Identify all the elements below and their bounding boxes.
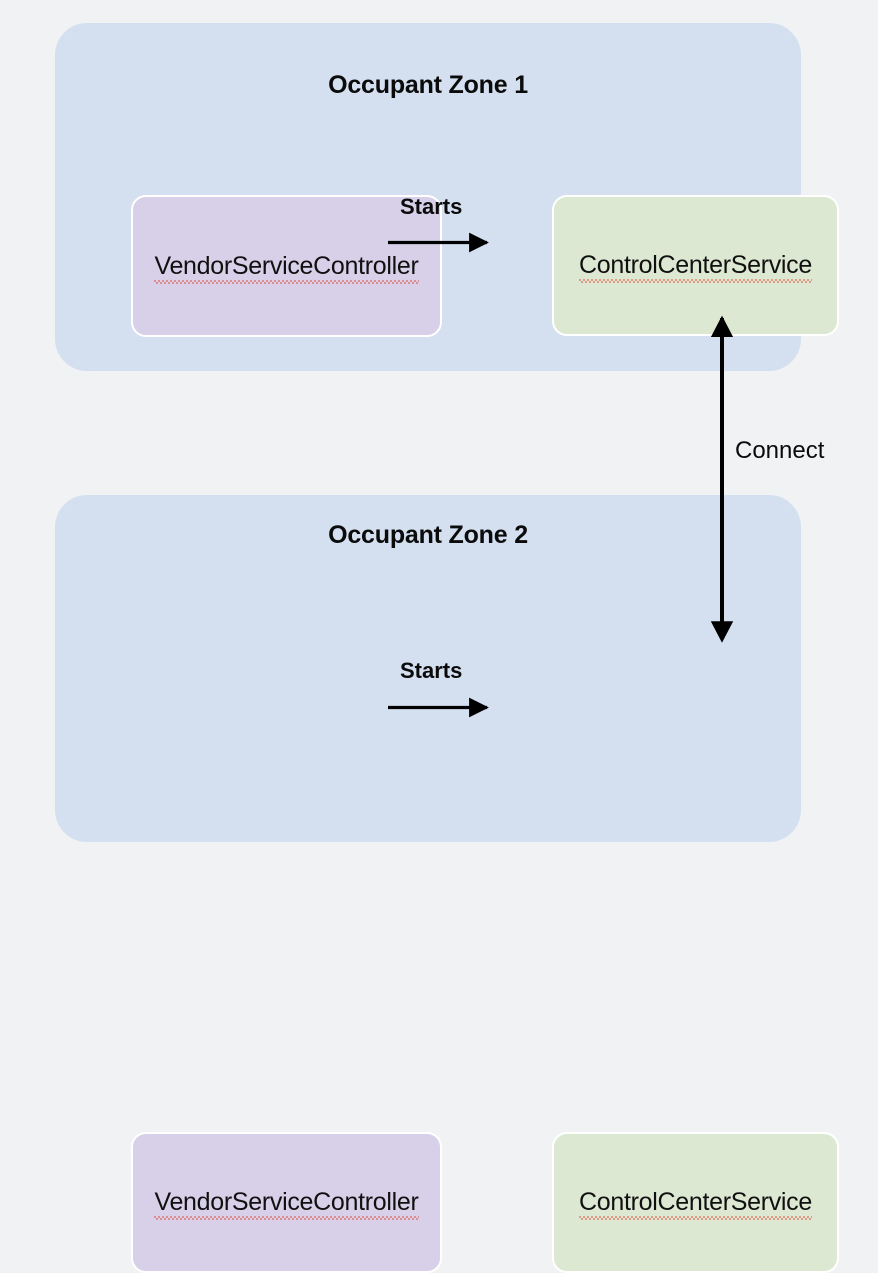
edge-label-connect: Connect xyxy=(735,437,825,464)
node-label-control-center-service: ControlCenterService xyxy=(579,1188,812,1220)
node-label-vendor-service-controller: VendorServiceController xyxy=(154,1188,419,1220)
architecture-diagram: Occupant Zone 1 VendorServiceController … xyxy=(55,23,839,1273)
node-label-vendor-service-controller: VendorServiceController xyxy=(154,251,419,284)
node-control-center-service-zone-2[interactable]: ControlCenterService xyxy=(552,1132,839,1273)
node-control-center-service-zone-1[interactable]: ControlCenterService xyxy=(552,195,839,336)
node-vendor-service-controller-zone-2[interactable]: VendorServiceController xyxy=(131,1132,442,1273)
occupant-zone-1-container: Occupant Zone 1 VendorServiceController … xyxy=(55,23,839,371)
zone-2-title: Occupant Zone 2 xyxy=(328,521,528,549)
edge-label-starts-zone-1: Starts xyxy=(400,194,463,219)
edge-label-starts-zone-2: Starts xyxy=(400,658,463,683)
node-label-control-center-service: ControlCenterService xyxy=(579,251,812,283)
zone-1-title: Occupant Zone 1 xyxy=(328,71,528,99)
node-vendor-service-controller-zone-1[interactable]: VendorServiceController xyxy=(131,195,442,337)
